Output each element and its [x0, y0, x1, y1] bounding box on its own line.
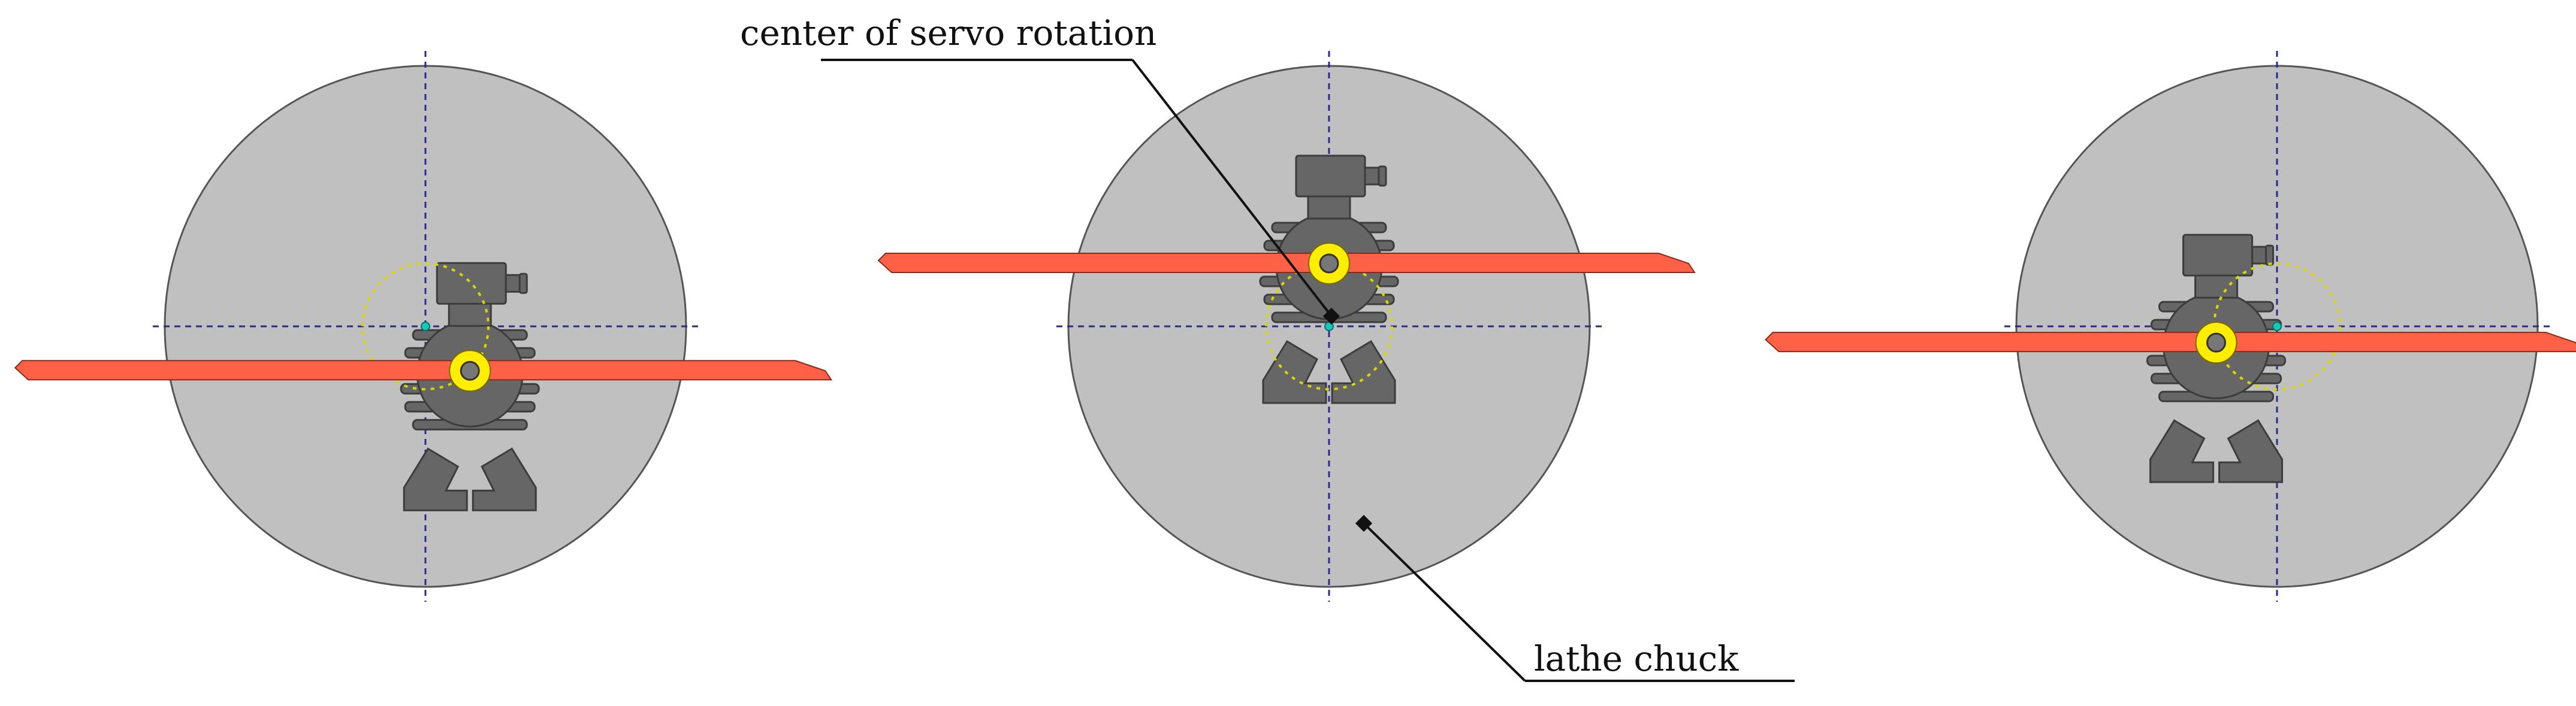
- rotation-center-dot: [421, 322, 430, 331]
- servo-rotation-path: [1265, 262, 1393, 390]
- cutter-blade: [14, 360, 832, 381]
- servo-rotation-path: [2213, 262, 2341, 390]
- chuck-label: lathe chuck: [1534, 638, 1739, 679]
- servo-rotation-path: [361, 262, 490, 390]
- chuck-annotation: lathe chuck: [1355, 514, 1795, 682]
- chuck-leader: [1363, 522, 1526, 682]
- panel-right: [1765, 51, 2576, 602]
- cutter-blade: [1765, 332, 2576, 353]
- servo-shaft: [2206, 332, 2227, 353]
- panel-left: [14, 51, 832, 602]
- cutter-blade: [878, 253, 1695, 273]
- rotation-center-dot: [2272, 322, 2282, 331]
- servo-center-marker: [1322, 307, 1340, 325]
- servo-center-label: center of servo rotation: [740, 13, 1156, 53]
- servo-center-annotation: center of servo rotation: [740, 13, 1340, 325]
- panel-center: [878, 51, 1695, 602]
- servo-shaft: [460, 360, 480, 381]
- servo-center-leader: [1131, 59, 1333, 317]
- servo-shaft: [1319, 253, 1339, 274]
